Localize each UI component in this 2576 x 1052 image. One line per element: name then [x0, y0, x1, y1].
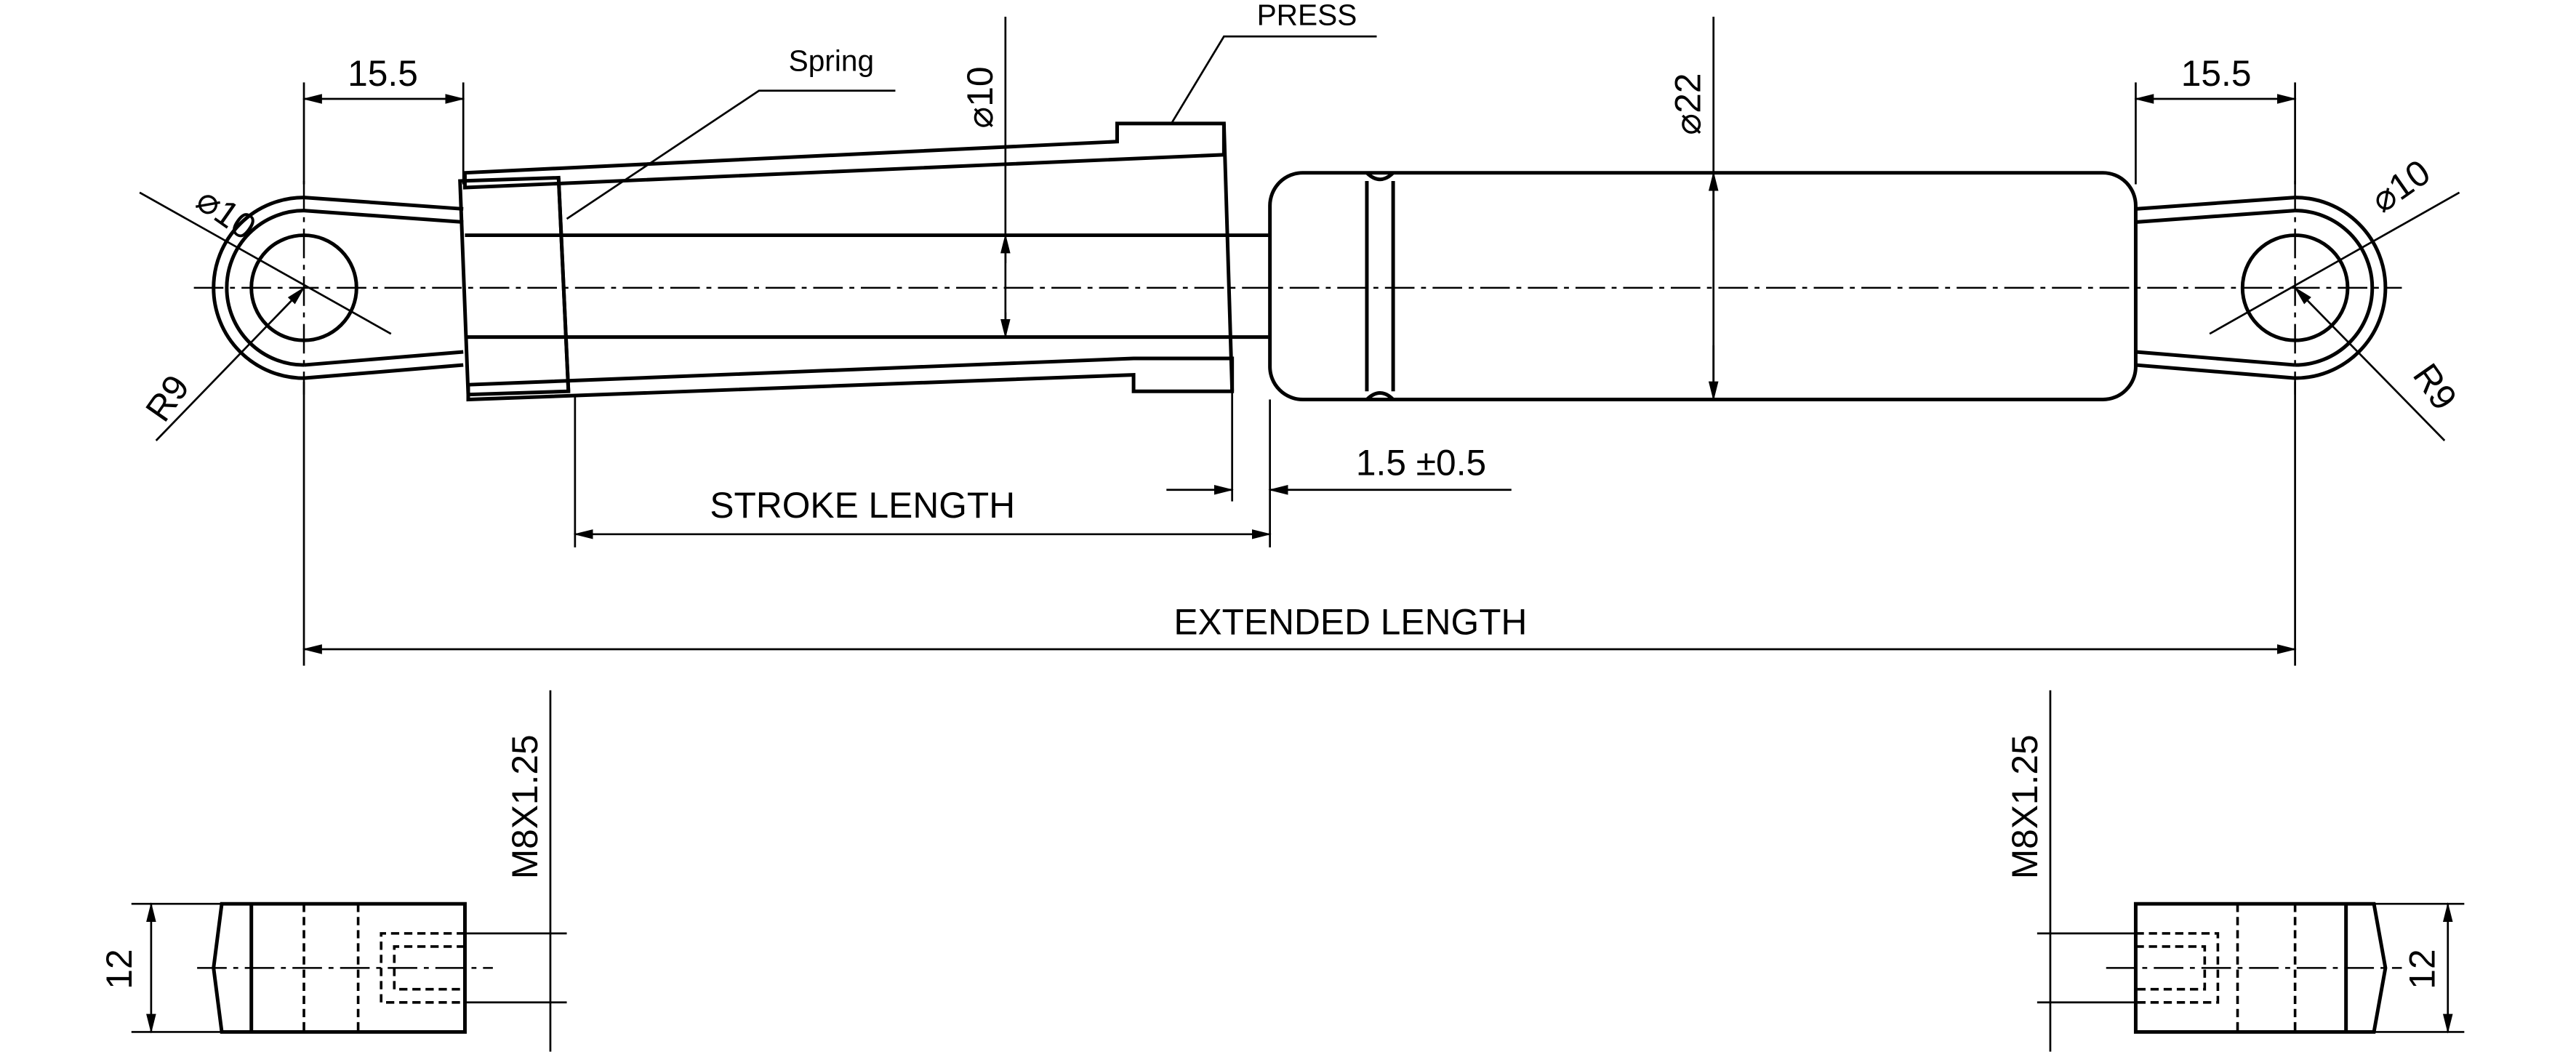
right-thread-label: M8X1.25 — [2005, 734, 2045, 879]
right-end-fitting — [2037, 690, 2465, 1052]
protective-tube — [458, 121, 1269, 402]
left-eye — [139, 180, 464, 441]
gap-label: 1.5 ±0.5 — [1356, 442, 1486, 483]
cylinder-diameter-label: ⌀22 — [1668, 73, 1709, 135]
left-radius-label: R9 — [137, 368, 197, 429]
rod-diameter-label: ⌀10 — [960, 66, 1000, 128]
stroke-length-label: STROKE LENGTH — [710, 485, 1015, 526]
left-thread-label: M8X1.25 — [505, 734, 545, 879]
left-eye-width-label: 15.5 — [348, 53, 418, 94]
left-end-fitting — [131, 690, 567, 1052]
right-end-height-label: 12 — [2402, 949, 2443, 989]
left-hole-diameter-label: ⌀10 — [189, 179, 263, 248]
extended-length-label: EXTENDED LENGTH — [1173, 602, 1527, 643]
right-eye — [2135, 180, 2460, 441]
left-end-height-label: 12 — [99, 949, 140, 989]
gas-cylinder — [1268, 171, 2138, 401]
spring-label: Spring — [789, 44, 875, 78]
right-eye-width-label: 15.5 — [2181, 53, 2252, 94]
press-label: PRESS — [1257, 0, 1357, 31]
